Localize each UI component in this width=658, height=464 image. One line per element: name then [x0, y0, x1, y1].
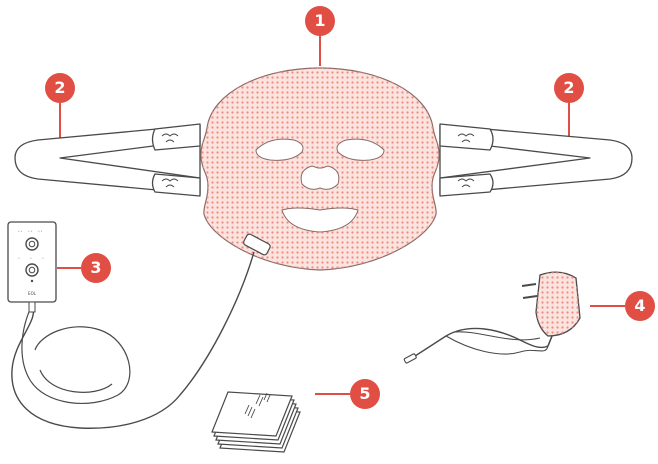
svg-text:• •: • •: [38, 229, 43, 233]
power-adapter: [404, 272, 580, 363]
svg-text:•: •: [42, 256, 44, 260]
svg-text:• •: • •: [18, 229, 23, 233]
svg-text:•: •: [30, 256, 32, 260]
cable-coil: [22, 305, 130, 403]
velcro-tab-right-bottom: [440, 174, 493, 196]
callout-badge-strap-right: 2: [554, 73, 584, 103]
callout-badge-controller: 3: [81, 253, 111, 283]
callout-badge-manual: 5: [350, 379, 380, 409]
callout-badge-mask: 1: [305, 6, 335, 36]
controller: • • • • • • • • • EOL: [8, 222, 56, 312]
svg-text:•: •: [18, 256, 20, 260]
callout-badge-strap-left: 2: [45, 73, 75, 103]
controller-button-bottom: [26, 264, 38, 276]
mask-nose: [301, 166, 339, 189]
controller-button-top: [26, 238, 38, 250]
instruction-booklet: [212, 392, 300, 452]
velcro-tab-left-top: [153, 124, 201, 150]
svg-text:• •: • •: [28, 229, 33, 233]
callout-badge-adapter: 4: [625, 291, 655, 321]
velcro-tab-right-top: [440, 124, 493, 150]
led-mask: [201, 68, 439, 270]
controller-brand: EOL: [28, 291, 37, 296]
velcro-tab-left-bottom: [153, 174, 201, 196]
